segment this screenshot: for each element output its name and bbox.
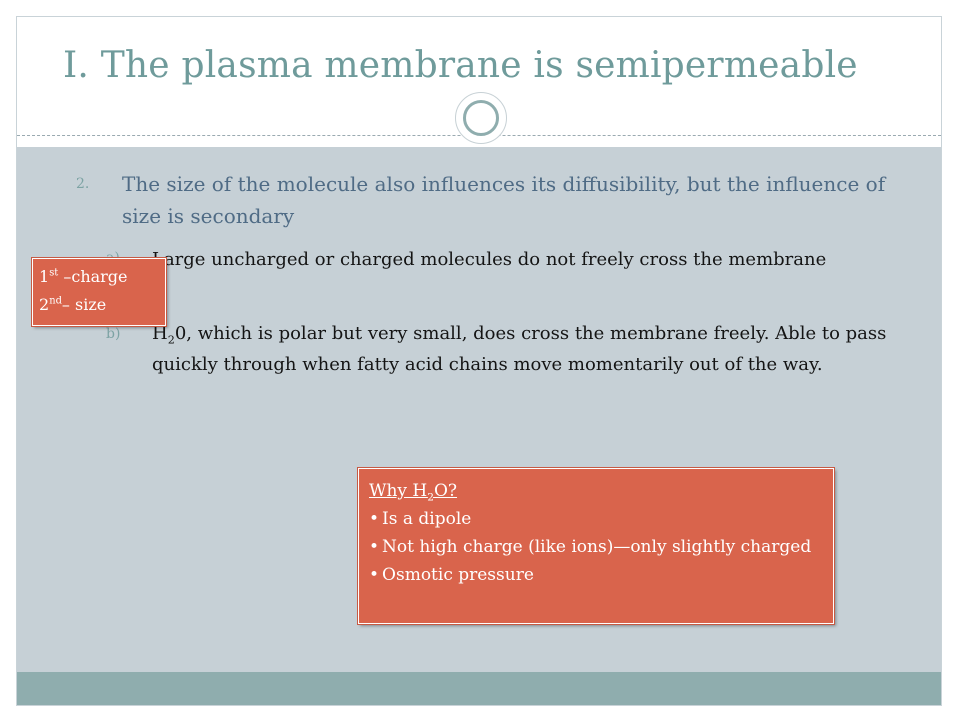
- why-water-heading-prefix: Why H: [369, 481, 428, 501]
- why-water-list: Is a dipole Not high charge (like ions)—…: [369, 505, 823, 589]
- point-b-text: H20, which is polar but very small, does…: [152, 318, 912, 380]
- priority-line-2-sup: nd: [49, 295, 62, 307]
- point-2-marker: 2.: [76, 176, 90, 192]
- point-b-text-prefix: H: [152, 323, 168, 344]
- circle-ornament-icon: [455, 92, 507, 144]
- priority-line-2: 2nd– size: [39, 291, 159, 319]
- footer-bar: [17, 672, 941, 705]
- point-b-text-rest: 0, which is polar but very small, does c…: [152, 323, 887, 375]
- point-2-text: The size of the molecule also influences…: [122, 172, 886, 228]
- why-water-callout: Why H2O? Is a dipole Not high charge (li…: [358, 468, 834, 624]
- priority-line-1-rest: –charge: [58, 267, 128, 286]
- why-water-item-charge: Not high charge (like ions)—only slightl…: [369, 533, 823, 561]
- why-water-heading: Why H2O?: [369, 477, 823, 505]
- priority-line-2-num: 2: [39, 295, 50, 314]
- point-b-text-subscript: 2: [167, 333, 175, 347]
- priority-callout: 1st –charge 2nd– size: [32, 258, 166, 326]
- why-water-item-dipole: Is a dipole: [369, 505, 823, 533]
- why-water-heading-rest: O?: [433, 481, 458, 501]
- priority-line-2-rest: – size: [61, 295, 107, 314]
- why-water-heading-sub: 2: [427, 491, 434, 504]
- slide-title: I. The plasma membrane is semipermeable: [63, 45, 858, 86]
- point-b-marker: b): [106, 326, 121, 342]
- priority-line-1: 1st –charge: [39, 263, 159, 291]
- priority-line-1-num: 1: [39, 267, 50, 286]
- why-water-item-osmotic: Osmotic pressure: [369, 561, 823, 589]
- priority-line-1-sup: st: [49, 267, 59, 279]
- point-a-text: Large uncharged or charged molecules do …: [152, 249, 827, 270]
- circle-ring-icon: [463, 100, 499, 136]
